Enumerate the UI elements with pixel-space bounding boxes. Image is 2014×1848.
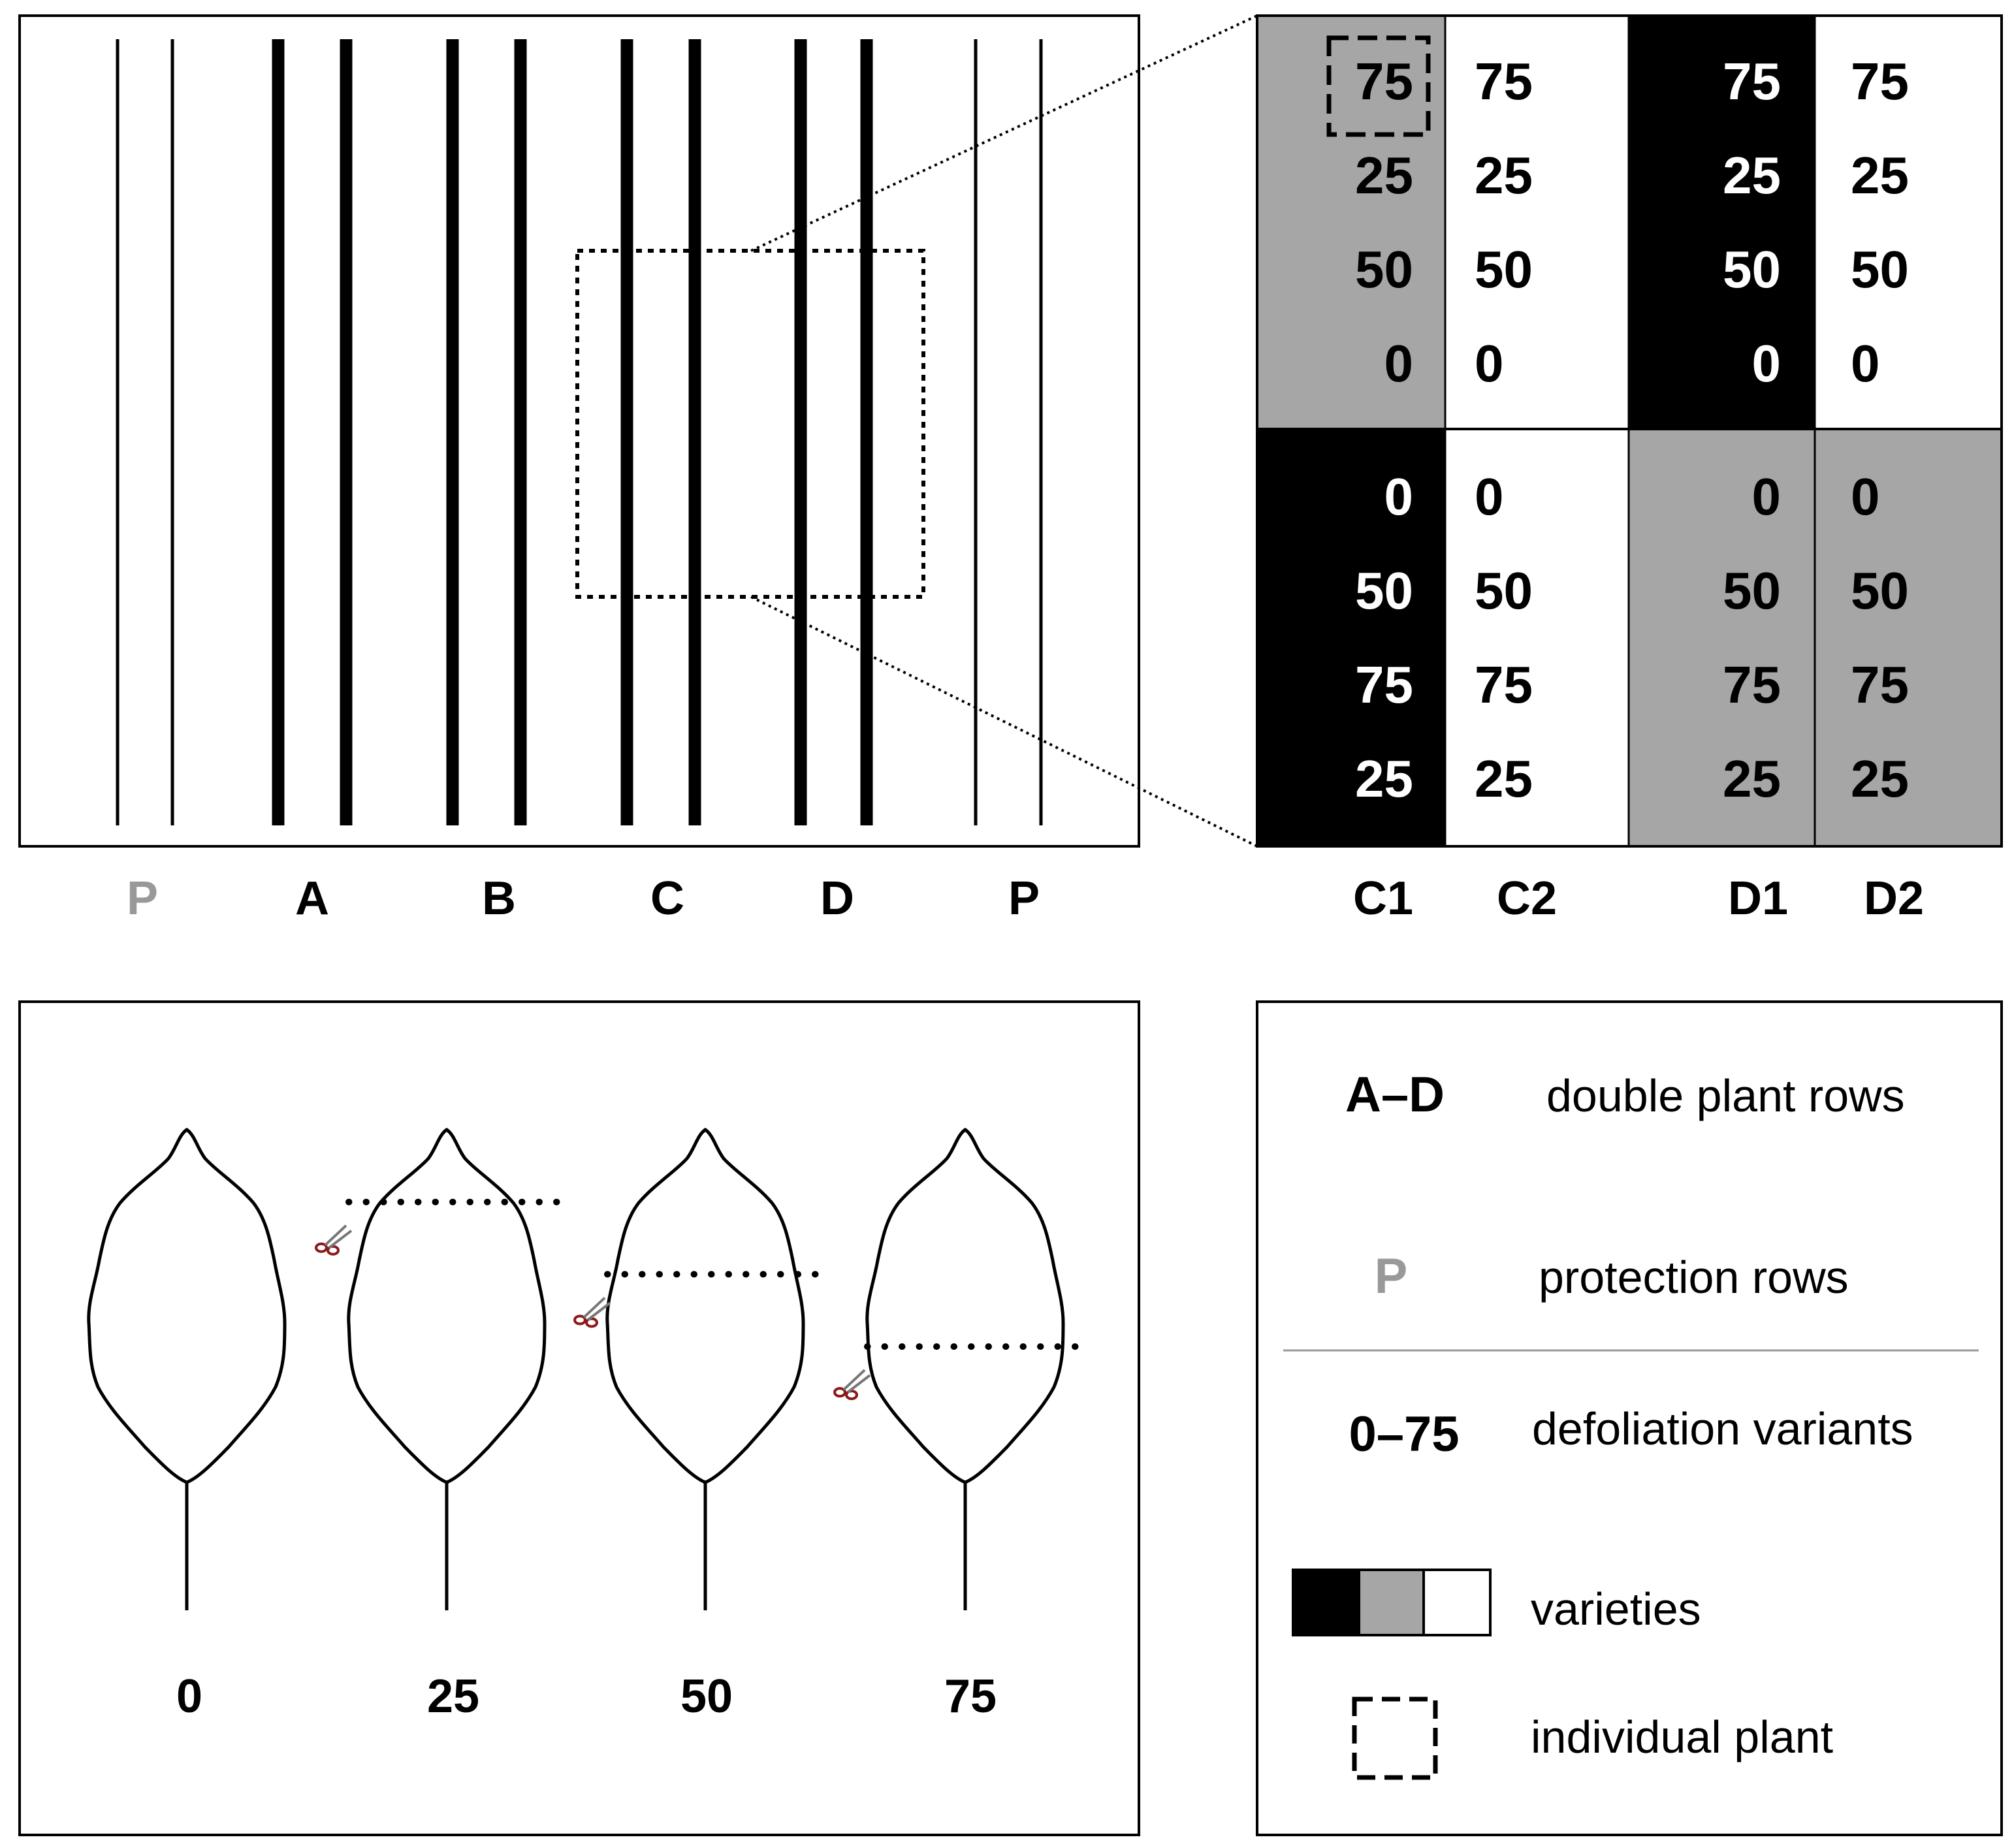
zoom-connector-top: [750, 14, 1258, 252]
defoliation-value: 0: [1475, 468, 1504, 526]
defoliation-value: 50: [1475, 562, 1533, 620]
variety-swatch-gray: [1358, 1569, 1425, 1636]
zoom-connector-bottom: [750, 596, 1258, 848]
row-label: D: [820, 872, 854, 925]
individual-plant-icon: [1352, 1697, 1438, 1780]
leaf-label: 50: [680, 1670, 733, 1723]
zoom-selection-box: [575, 249, 925, 599]
legend-key-protection-rows: P: [1375, 1249, 1408, 1304]
defoliation-value: 25: [1355, 146, 1413, 204]
field-layout-panel: [18, 14, 1140, 848]
row-label: P: [127, 872, 158, 925]
defoliation-value: 25: [1355, 750, 1413, 808]
defoliation-value: 50: [1723, 240, 1781, 298]
defoliation-value: 50: [1851, 240, 1909, 298]
defoliation-value: 0: [1851, 468, 1880, 526]
legend-text-defoliation: defoliation variants: [1532, 1403, 1913, 1454]
leaf: [833, 1130, 1086, 1610]
variety-cells: [1257, 16, 2002, 846]
column-label: C1: [1353, 872, 1413, 925]
row-label: B: [482, 872, 516, 925]
row-label: C: [650, 872, 684, 925]
defoliation-value: 25: [1723, 750, 1781, 808]
defoliation-value: 0: [1752, 334, 1782, 392]
variety-cell-gray: [1629, 429, 1815, 846]
plant-rows: [116, 39, 1043, 825]
leaf-label: 25: [427, 1670, 479, 1723]
row-label: P: [1008, 872, 1040, 925]
leaf-label: 75: [944, 1670, 997, 1723]
row-label: A: [295, 872, 329, 925]
legend-key-defoliation: 0–75: [1349, 1407, 1459, 1462]
variety-cell-gray: [1815, 429, 2002, 846]
defoliation-value: 25: [1475, 146, 1533, 204]
defoliation-value: 75: [1475, 656, 1533, 714]
defoliation-value: 75: [1355, 52, 1413, 110]
defoliation-value: 0: [1384, 334, 1414, 392]
defoliation-value: 25: [1723, 146, 1781, 204]
defoliation-value: 0: [1384, 468, 1414, 526]
legend-text-varieties: varieties: [1531, 1584, 1701, 1634]
defoliation-value: 75: [1851, 656, 1909, 714]
legend-frame: [1256, 1000, 2003, 1836]
variety-cell-white: [1815, 16, 2002, 429]
defoliation-value: 0: [1851, 334, 1880, 392]
column-label: C2: [1497, 872, 1557, 925]
column-label: D2: [1864, 872, 1924, 925]
leaf-label: 0: [176, 1670, 202, 1723]
leaf: [573, 1130, 826, 1610]
defoliation-value: 0: [1475, 334, 1504, 392]
defoliation-value: 25: [1851, 146, 1909, 204]
leaf: [89, 1130, 285, 1610]
variety-cell-gray: [1257, 16, 1445, 429]
defoliation-value: 50: [1851, 562, 1909, 620]
defoliation-value: 75: [1851, 52, 1909, 110]
defoliation-value: 0: [1752, 468, 1782, 526]
defoliation-value: 75: [1723, 656, 1781, 714]
legend-panel: A–D double plant rows P protection rows …: [1256, 1000, 2003, 1836]
defoliation-value: 75: [1355, 656, 1413, 714]
individual-plant-marker: [1326, 35, 1431, 137]
defoliation-value: 75: [1475, 52, 1533, 110]
defoliation-value: 75: [1723, 52, 1781, 110]
variety-cell-white: [1445, 429, 1629, 846]
leaves: [89, 1130, 1086, 1610]
variety-cell-white: [1445, 16, 1629, 429]
variety-swatch-black: [1292, 1569, 1360, 1636]
zoom-column-labels: C1 C2 D1 D2: [1353, 872, 1924, 925]
zoomed-plot-panel: 75 75 75 75 25 25 25 25 50 50 50 50 0 0 0 0 0 0 0 0 50 50 50 50…: [1256, 14, 2003, 925]
variety-cell-black: [1629, 16, 1815, 429]
legend-key-double-rows: A–D: [1345, 1067, 1445, 1123]
leaf: [315, 1130, 567, 1610]
defoliation-value: 50: [1475, 240, 1533, 298]
defoliation-value: 50: [1355, 240, 1413, 298]
defoliation-value: 50: [1723, 562, 1781, 620]
leaves-frame: [18, 1000, 1140, 1836]
variety-swatches: [1292, 1569, 1492, 1636]
defoliation-value: 25: [1851, 750, 1909, 808]
defoliation-values: 75 75 75 75 25 25 25 25 50 50 50 50 0 0 0 0 0 0 0 0 50 50 50 50…: [1355, 52, 1909, 808]
legend-text-individual-plant: individual plant: [1531, 1712, 1833, 1762]
column-label: D1: [1728, 872, 1788, 925]
defoliation-value: 25: [1475, 750, 1533, 808]
leaf-labels: 0 25 50 75: [176, 1670, 997, 1723]
defoliation-value: 50: [1355, 562, 1413, 620]
legend-text-protection-rows: protection rows: [1539, 1252, 1849, 1303]
defoliation-leaves-panel: 0 25 50 75: [18, 1000, 1140, 1836]
field-row-labels: P A B C D P: [127, 872, 1040, 925]
legend-text-double-rows: double plant rows: [1546, 1070, 1905, 1121]
variety-cell-black: [1257, 429, 1445, 846]
variety-swatch-white: [1422, 1569, 1492, 1636]
